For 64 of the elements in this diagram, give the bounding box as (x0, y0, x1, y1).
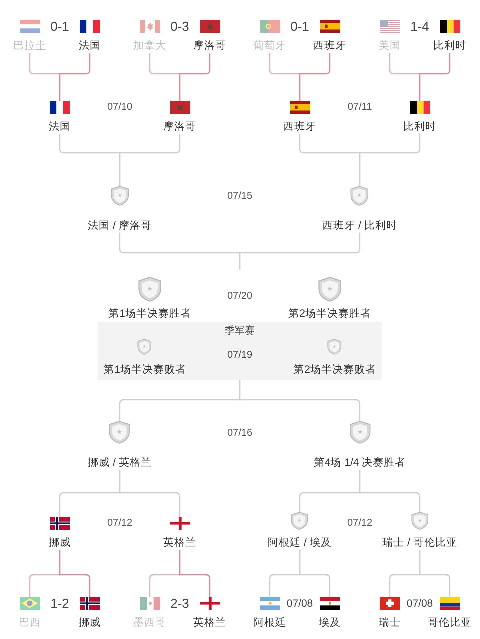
score: 1-2 (50, 597, 70, 611)
bracket-line (179, 550, 211, 597)
date-label: 07/19 (227, 349, 253, 363)
slot-label: 第2场半决赛败者 (294, 363, 376, 377)
bracket-line (179, 53, 211, 101)
team-name: 英格兰 (194, 616, 226, 630)
slot-label: 阿根廷 / 埃及 (268, 536, 332, 550)
slot-label: 瑞士 / 哥伦比亚 (382, 536, 458, 550)
team-name: 阿根廷 (254, 616, 286, 630)
team-name: 摩洛哥 (164, 120, 196, 134)
date-label: 07/08 (286, 597, 314, 611)
date-label: 07/10 (107, 101, 133, 115)
bracket-line (239, 380, 361, 421)
bracket-line (359, 470, 421, 512)
panel-heading: 季军赛 (225, 325, 255, 339)
date-label: 07/15 (227, 190, 253, 204)
bracket-line (419, 550, 451, 597)
score: 1-4 (410, 20, 430, 34)
team-name: 西班牙 (284, 120, 316, 134)
date-label: 07/08 (406, 597, 434, 611)
slot-label: 法国 / 摩洛哥 (88, 219, 152, 233)
date-label: 07/20 (227, 290, 253, 304)
team-name: 墨西哥 (134, 616, 166, 630)
score: 0-1 (50, 20, 70, 34)
date-label: 07/12 (347, 517, 373, 531)
slot-label: 第1场半决赛胜者 (108, 307, 192, 321)
team-name: 挪威 (79, 616, 101, 630)
team-name: 西班牙 (314, 39, 346, 53)
date-label: 07/16 (227, 427, 253, 441)
bracket-line (359, 134, 421, 186)
team-name: 瑞士 (379, 616, 401, 630)
bracket-line (59, 53, 91, 101)
date-label: 07/11 (348, 101, 372, 115)
team-name: 葡萄牙 (254, 39, 286, 53)
score: 0-1 (290, 20, 310, 34)
team-name: 巴西 (19, 616, 41, 630)
slot-label: 第4场 1/4 决赛胜者 (314, 456, 406, 470)
score: 2-3 (170, 597, 190, 611)
date-label: 07/12 (107, 517, 133, 531)
score: 0-3 (170, 20, 190, 34)
slot-label: 第2场半决赛胜者 (288, 307, 372, 321)
bracket-line (299, 550, 331, 597)
bracket-line (119, 134, 181, 186)
team-name: 挪威 (49, 536, 71, 550)
slot-label: 挪威 / 英格兰 (88, 456, 152, 470)
team-name: 美国 (379, 39, 401, 53)
bracket-line (59, 550, 91, 597)
team-name: 英格兰 (164, 536, 196, 550)
bracket-line (419, 53, 451, 101)
team-name: 法国 (49, 120, 71, 134)
bracket-line (299, 53, 331, 101)
team-name: 加拿大 (134, 39, 166, 53)
team-name: 哥伦比亚 (428, 616, 472, 630)
slot-label: 西班牙 / 比利时 (322, 219, 398, 233)
team-name: 埃及 (319, 616, 341, 630)
bracket-line (119, 470, 181, 517)
team-name: 比利时 (404, 120, 436, 134)
bracket-line (239, 233, 361, 270)
team-name: 摩洛哥 (194, 39, 226, 53)
team-name: 比利时 (434, 39, 466, 53)
team-name: 巴拉圭 (14, 39, 46, 53)
slot-label: 第1场半决赛败者 (104, 363, 186, 377)
team-name: 法国 (79, 39, 101, 53)
shaded-panel (98, 322, 382, 380)
